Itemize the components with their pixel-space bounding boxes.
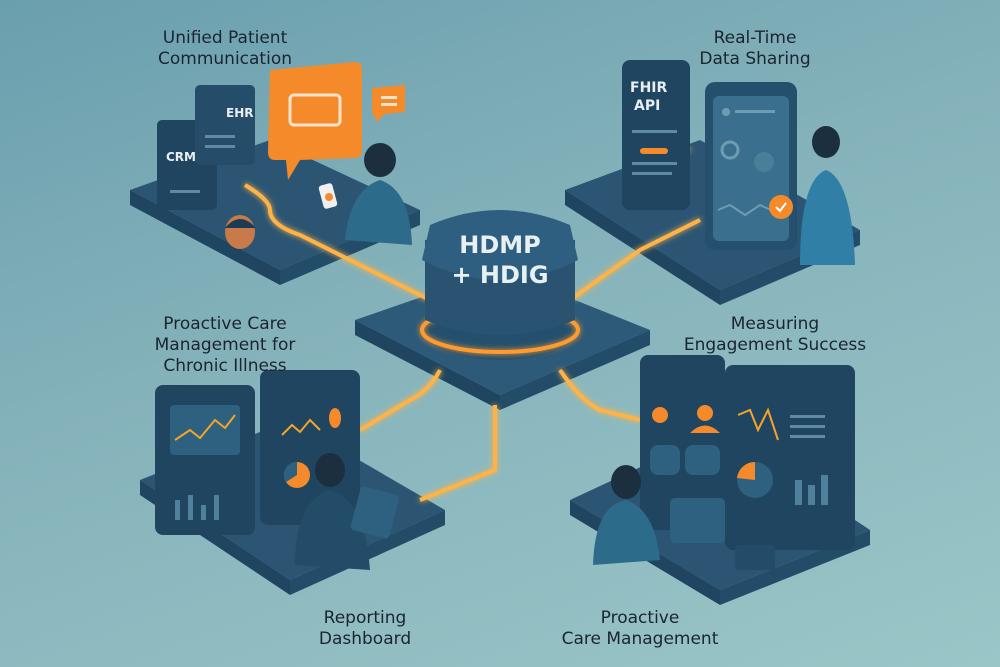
label-reporting-dashboard: Reporting Dashboard	[318, 608, 412, 649]
api-tag: API	[634, 98, 661, 114]
fhir-tag: FHIR	[630, 80, 668, 96]
hub-label-line2: + HDIG	[451, 261, 549, 289]
phone-screen	[705, 82, 797, 250]
person-with-tablet	[295, 453, 400, 570]
crm-tag: CRM	[166, 150, 196, 164]
hub-label-line1: HDMP	[459, 231, 541, 259]
chronic-dashboard-right	[260, 370, 360, 525]
label-measuring-engagement-success: Measuring Engagement Success	[683, 314, 867, 355]
label-proactive-care-chronic: Proactive Care Management for Chronic Il…	[154, 314, 296, 376]
ehr-tag: EHR	[226, 106, 254, 120]
label-unified-patient-communication: Unified Patient Communication	[158, 28, 292, 69]
metrics-screen-left	[640, 355, 725, 530]
chat-bubble-icon	[268, 62, 405, 180]
metrics-screen-right	[725, 365, 855, 550]
person-head	[225, 215, 256, 249]
label-proactive-care-management: Proactive Care Management	[561, 608, 719, 649]
chronic-dashboard-left	[155, 385, 255, 535]
person-with-phone	[318, 143, 412, 245]
person-at-laptop	[593, 465, 775, 570]
server-stack	[157, 85, 255, 210]
person-woman	[769, 126, 855, 265]
hub-label: HDMP + HDIG	[420, 230, 580, 290]
fhir-api-panel	[622, 60, 690, 210]
hub-cylinder	[422, 210, 578, 335]
label-real-time-data-sharing: Real-Time Data Sharing	[699, 28, 811, 69]
